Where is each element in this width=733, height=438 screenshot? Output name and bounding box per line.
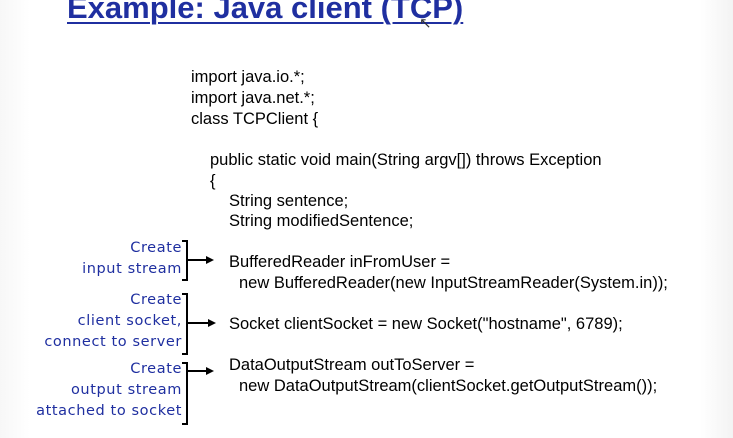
code-line-modified: String modifiedSentence; xyxy=(229,212,414,230)
annotation-bracket xyxy=(182,240,188,281)
code-line-new-dataoutputstream: new DataOutputStream(clientSocket.getOut… xyxy=(239,377,658,395)
slide-title: Example: Java client (TCP) xyxy=(67,0,464,25)
annotation-output-stream: Create output stream attached to socket xyxy=(36,359,182,422)
code-line-open-brace: { xyxy=(210,172,216,190)
annotation-input-stream: Create input stream xyxy=(82,238,182,280)
arrow-right-icon xyxy=(208,319,216,327)
arrow-line xyxy=(188,259,208,261)
annotation-line: attached to socket xyxy=(36,403,182,419)
arrow-right-icon xyxy=(206,256,214,264)
code-line-socket: Socket clientSocket = new Socket("hostna… xyxy=(229,315,623,333)
arrow-right-icon xyxy=(206,367,214,375)
code-line-import-io: import java.io.*; xyxy=(191,68,305,86)
code-line-outtoserver: DataOutputStream outToServer = xyxy=(229,356,475,374)
annotation-line: Create xyxy=(130,361,182,377)
annotation-bracket xyxy=(182,293,188,355)
annotation-client-socket: Create client socket, connect to server xyxy=(44,290,182,353)
code-line-new-bufferedreader: new BufferedReader(new InputStreamReader… xyxy=(239,274,668,292)
arrow-line xyxy=(188,322,210,324)
annotation-line: connect to server xyxy=(44,334,182,350)
mouse-cursor-icon: ↖ xyxy=(419,15,432,32)
annotation-line: Create xyxy=(130,292,182,308)
annotation-line: client socket, xyxy=(77,313,182,329)
code-line-main-decl: public static void main(String argv[]) t… xyxy=(210,151,602,169)
code-line-import-net: import java.net.*; xyxy=(191,89,315,107)
annotation-bracket xyxy=(182,362,188,425)
arrow-line xyxy=(188,370,208,372)
annotation-line: input stream xyxy=(82,261,182,277)
code-line-sentence: String sentence; xyxy=(229,192,349,210)
code-line-infromuser: BufferedReader inFromUser = xyxy=(229,253,451,271)
code-line-class-decl: class TCPClient { xyxy=(191,110,319,128)
annotation-line: Create xyxy=(130,240,182,256)
annotation-line: output stream xyxy=(70,382,182,398)
